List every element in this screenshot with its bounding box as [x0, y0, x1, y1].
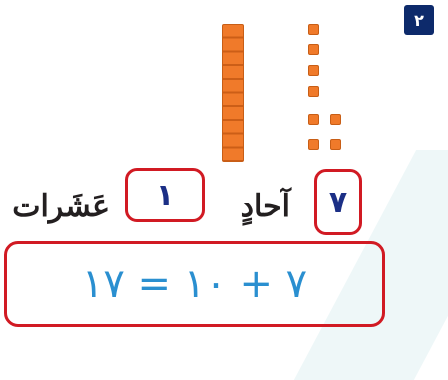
unit-cube — [330, 139, 341, 150]
unit-cube — [308, 65, 319, 76]
ones-label: آحادٍ — [241, 192, 290, 222]
unit-cube — [308, 114, 319, 125]
unit-cube — [308, 24, 319, 35]
unit-cube — [308, 86, 319, 97]
equation-text: ١٧ = ١٠ + ٧ — [82, 261, 307, 307]
ten-block-rod — [222, 24, 244, 162]
tens-value-box: ١ — [125, 168, 205, 222]
ones-value: ٧ — [329, 185, 347, 220]
unit-cube — [330, 114, 341, 125]
tens-label: عَشَرات — [12, 192, 110, 222]
tens-value: ١ — [156, 178, 174, 213]
exercise-number: ٢ — [414, 11, 424, 30]
exercise-number-badge: ٢ — [404, 5, 434, 35]
equation-box: ١٧ = ١٠ + ٧ — [4, 241, 385, 327]
unit-cube — [308, 139, 319, 150]
unit-cube — [308, 44, 319, 55]
ones-value-box: ٧ — [314, 169, 362, 235]
